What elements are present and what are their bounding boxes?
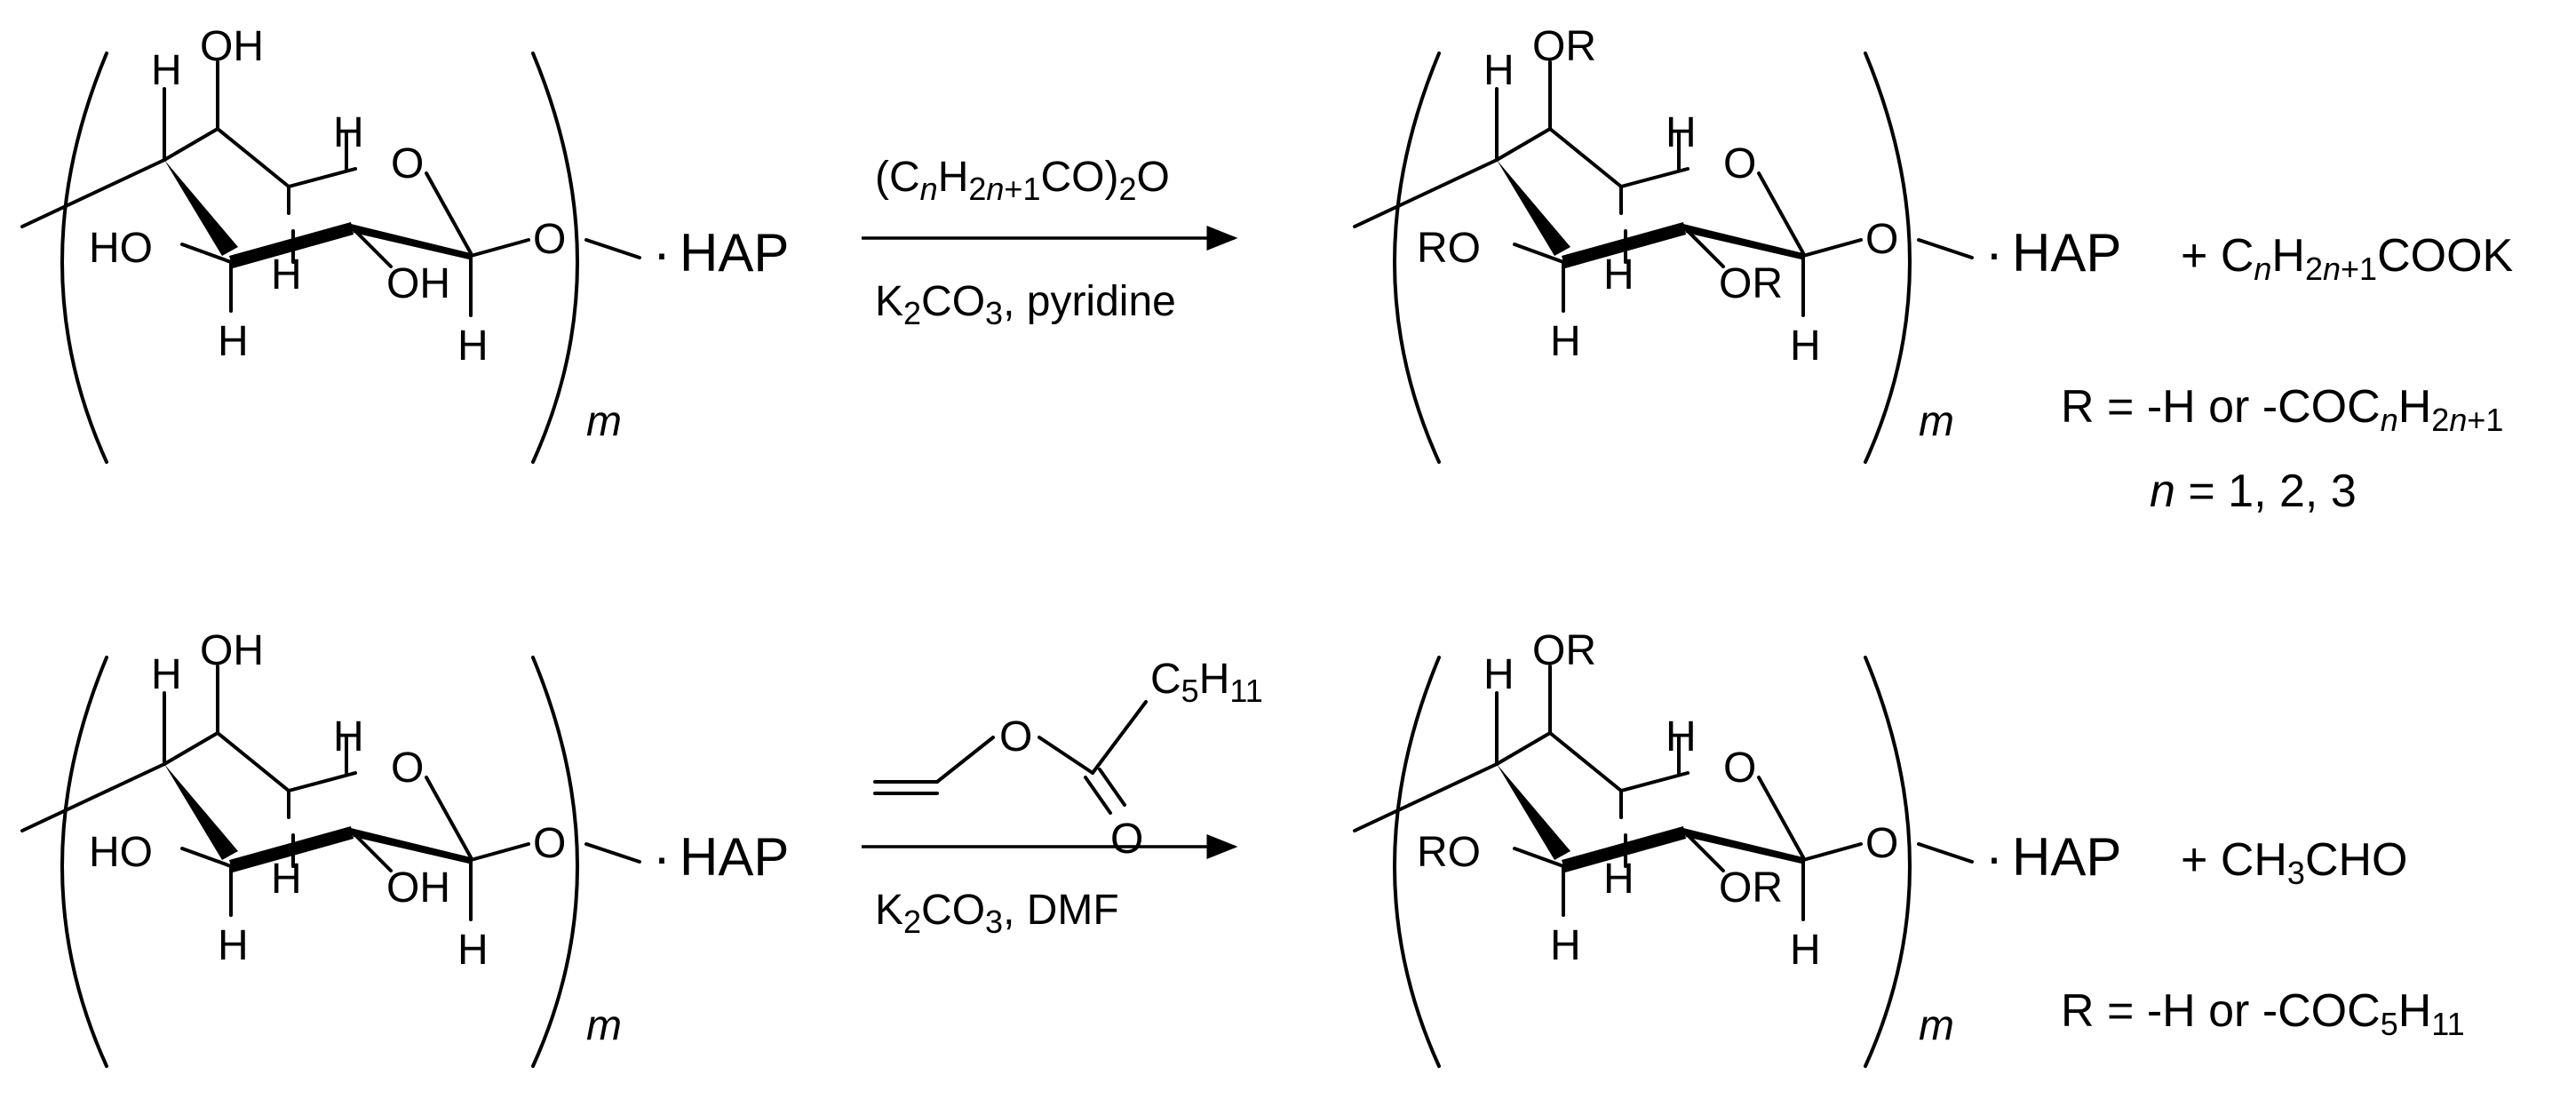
product-1-glucose-unit: H OR H O RO H OR O H H m ·HAP	[1353, 23, 2121, 464]
atom-h: H	[333, 713, 364, 761]
n-definition: n = 1, 2, 3	[2150, 466, 2357, 517]
atom-or: OR	[1532, 627, 1596, 674]
atom-h: H	[1603, 251, 1634, 299]
atom-h: H	[1666, 713, 1697, 761]
atom-h: H	[151, 47, 182, 94]
atom-glycosidic-o: O	[1865, 820, 1898, 867]
atom-h: H	[271, 251, 302, 299]
atom-h: H	[1790, 323, 1821, 370]
byproduct-1: + CnH2n+1COOK	[2181, 230, 2514, 287]
atom-oh: OH	[386, 260, 450, 307]
reactant-1-glucose-unit: H OH H O HO H OH O H H m ·HAP	[20, 23, 789, 464]
atom-h: H	[271, 856, 302, 903]
repeat-count-m: m	[586, 1002, 622, 1049]
atom-h: H	[333, 109, 364, 156]
atom-ho: HO	[89, 829, 153, 876]
repeat-count-m: m	[586, 398, 622, 445]
atom-ro: RO	[1417, 225, 1481, 272]
dot-hap: ·HAP	[1985, 223, 2121, 283]
atom-ring-o: O	[1723, 140, 1756, 187]
dot-hap: ·HAP	[1985, 827, 2121, 887]
atom-h: H	[151, 651, 182, 698]
reaction-arrow-2: O O C5H11 K2CO3, DMF	[862, 656, 1263, 940]
carbonyl-o: O	[1110, 816, 1143, 863]
atom-h: H	[1603, 856, 1634, 903]
r-definition-2: R = -H or -COC5H11	[2061, 985, 2465, 1042]
pentyl-group: C5H11	[1150, 656, 1263, 709]
atom-h: H	[218, 318, 249, 365]
atom-h: H	[1550, 318, 1581, 365]
reactant-2-glucose-unit: H OH H O HO H OH O H H m ·HAP	[20, 627, 789, 1068]
atom-or: OR	[1719, 864, 1783, 912]
atom-oh: OH	[386, 864, 450, 912]
atom-h: H	[1550, 922, 1581, 969]
atom-glycosidic-o: O	[533, 216, 566, 263]
r-definition-1: R = -H or -COCnH2n+1	[2061, 381, 2503, 438]
repeat-count-m: m	[1919, 398, 1954, 445]
repeat-count-m: m	[1919, 1002, 1954, 1049]
atom-h: H	[457, 323, 489, 370]
atom-glycosidic-o: O	[533, 820, 566, 867]
atom-ro: RO	[1417, 829, 1481, 876]
atom-h: H	[1666, 109, 1697, 156]
ester-o: O	[999, 713, 1032, 761]
atom-h: H	[218, 922, 249, 969]
reagent-anhydride: (CnH2n+1CO)2O	[875, 154, 1170, 207]
conditions-1: K2CO3, pyridine	[875, 278, 1176, 331]
conditions-2: K2CO3, DMF	[875, 887, 1119, 940]
atom-ho: HO	[89, 225, 153, 272]
atom-or: OR	[1532, 23, 1596, 70]
atom-ring-o: O	[1723, 745, 1756, 792]
atom-ring-o: O	[391, 140, 424, 187]
atom-h: H	[457, 927, 489, 974]
byproduct-2: + CH3CHO	[2181, 834, 2408, 891]
atom-ring-o: O	[391, 745, 424, 792]
atom-oh: OH	[200, 23, 264, 70]
atom-h: H	[1790, 927, 1821, 974]
atom-h: H	[1483, 47, 1515, 94]
atom-oh: OH	[200, 627, 264, 674]
vinyl-hexanoate-structure: O O C5H11	[873, 656, 1263, 863]
atom-glycosidic-o: O	[1865, 216, 1898, 263]
product-2-glucose-unit: H OR H O RO H OR O H H m ·HAP	[1353, 627, 2121, 1068]
atom-or: OR	[1719, 260, 1783, 307]
atom-h: H	[1483, 651, 1515, 698]
reaction-arrow-1: (CnH2n+1CO)2O K2CO3, pyridine	[862, 154, 1238, 331]
dot-hap: ·HAP	[653, 827, 789, 887]
dot-hap: ·HAP	[653, 223, 789, 283]
